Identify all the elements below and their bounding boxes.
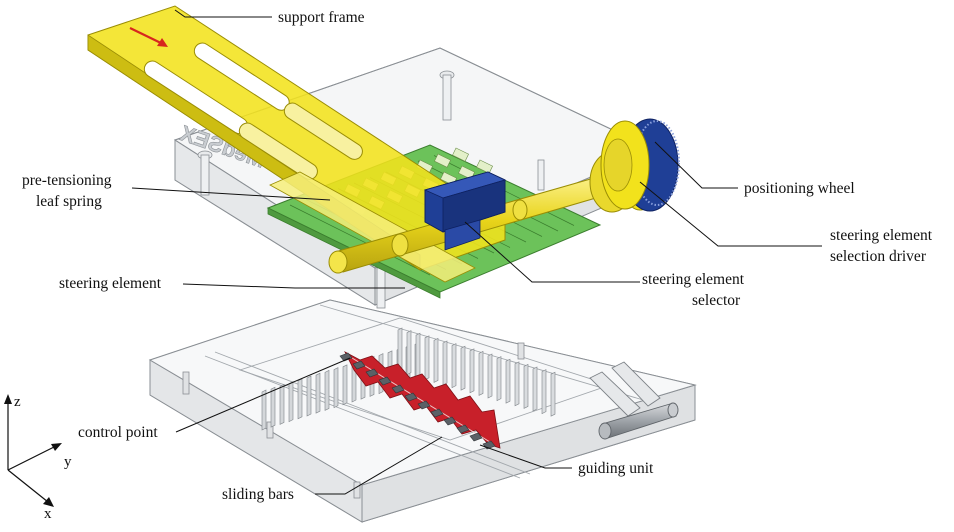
sliding-bar xyxy=(306,375,312,417)
pcb-row-line xyxy=(289,204,431,276)
sliding-bar xyxy=(415,332,421,378)
positioning-wheel xyxy=(600,118,680,212)
label-sliding-bars: sliding bars xyxy=(222,486,294,503)
sliding-bar xyxy=(469,348,475,394)
control-point xyxy=(365,368,379,378)
control-point xyxy=(430,408,444,418)
sliding-bar xyxy=(279,383,285,425)
leader-selector xyxy=(464,221,640,283)
control-point xyxy=(378,376,392,386)
sliding-bar xyxy=(324,369,330,411)
label-control-point: control point xyxy=(78,424,158,441)
sliding-bar xyxy=(288,381,294,423)
steering-segment xyxy=(458,165,475,180)
steering-segment xyxy=(434,153,451,168)
label-pretensioning-2: leaf spring xyxy=(36,193,102,210)
sliding-bar xyxy=(270,386,276,428)
sliding-bar xyxy=(333,367,339,409)
label-guiding-unit: guiding unit xyxy=(578,460,654,477)
sliding-bar xyxy=(514,361,520,407)
label-selector-1: steering element xyxy=(642,271,745,288)
sliding-bar xyxy=(424,335,430,381)
leader-positioning-wheel xyxy=(654,141,738,189)
sliding-bar xyxy=(523,363,529,409)
sliding-bar xyxy=(315,372,321,414)
lever-mechanism xyxy=(589,361,679,440)
label-pretensioning-1: pre-tensioning xyxy=(22,172,112,189)
label-selection-driver-2: selection driver xyxy=(830,248,927,265)
control-point xyxy=(417,400,431,410)
sliding-bar xyxy=(460,345,466,391)
label-positioning-wheel: positioning wheel xyxy=(744,180,855,197)
sliding-bar xyxy=(261,389,267,431)
sliding-bar xyxy=(297,378,303,420)
leader-sliding-bars xyxy=(315,436,443,495)
sliding-bar xyxy=(451,343,457,389)
coordinate-axes: z y x xyxy=(4,394,72,522)
leader-control-point xyxy=(175,357,351,433)
control-point xyxy=(404,392,418,402)
sliding-bar xyxy=(487,353,493,399)
labels: support frame pre-tensioning leaf spring… xyxy=(22,9,933,503)
leader-pretensioning xyxy=(131,187,331,201)
leader-guiding-unit xyxy=(479,444,572,469)
control-point xyxy=(469,432,483,442)
sliding-bar xyxy=(442,340,448,386)
label-steering-element: steering element xyxy=(59,275,162,292)
label-selector-2: selector xyxy=(692,292,741,309)
sliding-bar xyxy=(496,356,502,402)
sliding-bar xyxy=(505,358,511,404)
sliding-bar xyxy=(532,366,538,412)
steering-segment xyxy=(476,159,493,174)
leader-steering-element xyxy=(182,283,405,289)
sliding-bar xyxy=(478,350,484,396)
control-point xyxy=(339,352,353,362)
leader-support-frame xyxy=(174,9,272,18)
label-selection-driver-1: steering element xyxy=(830,227,933,244)
leader-selection-driver xyxy=(639,181,822,247)
sliding-bar xyxy=(541,369,547,415)
control-point xyxy=(391,384,405,394)
steering-segment xyxy=(452,147,469,162)
sliding-bar xyxy=(550,371,556,417)
sliding-bar xyxy=(433,337,439,383)
leader-lines xyxy=(131,9,822,495)
sliding-bar xyxy=(406,330,412,376)
sliding-bar xyxy=(342,364,348,406)
axis-x-label: x xyxy=(44,506,52,522)
control-point xyxy=(352,360,366,370)
axis-z-label: z xyxy=(14,394,21,410)
control-point xyxy=(443,416,457,426)
axis-y-label: y xyxy=(64,454,72,470)
control-point xyxy=(456,424,470,434)
label-support-frame: support frame xyxy=(278,9,365,26)
